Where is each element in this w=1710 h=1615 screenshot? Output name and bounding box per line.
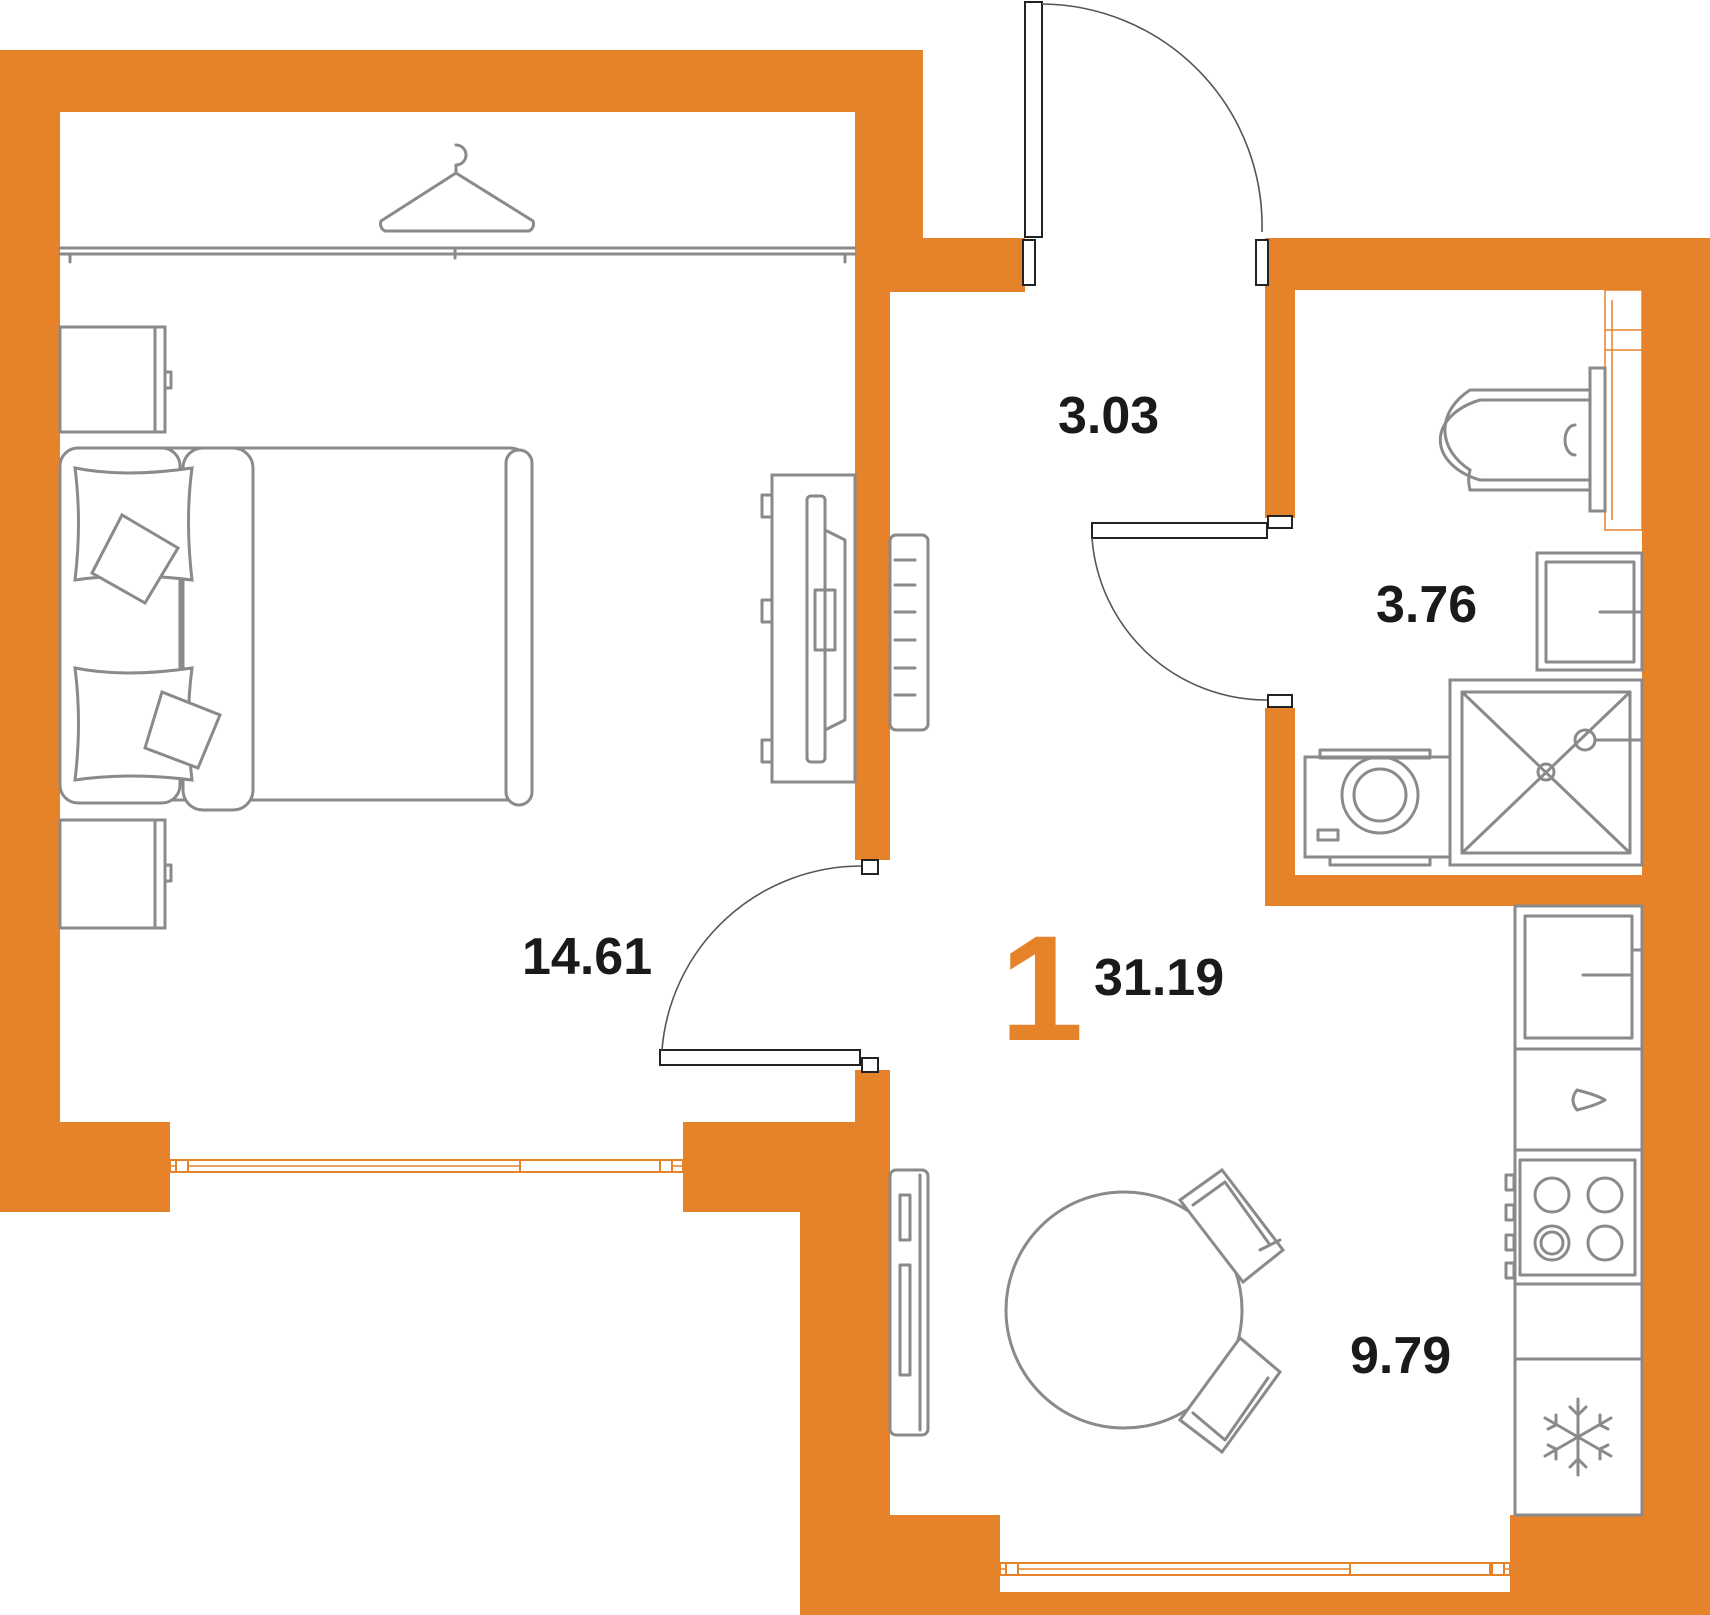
total-area: 31.19: [1094, 949, 1224, 1007]
kitchen-window: [999, 1515, 1511, 1592]
wardrobe: [58, 246, 857, 264]
cooktop: [1504, 1148, 1644, 1286]
washing-machine: [1303, 748, 1452, 867]
bathroom-window-strip: [1604, 289, 1643, 531]
dining-chair-bottom: [1177, 1335, 1283, 1455]
nightstand-bottom: [58, 818, 173, 930]
hallway-area: 3.03: [1058, 387, 1159, 445]
tv-stand: [760, 473, 857, 784]
bathroom-door: [1091, 515, 1295, 708]
clothes-hanger-icon: [379, 143, 535, 233]
bathroom-area: 3.76: [1376, 576, 1477, 634]
room-count: 1: [1000, 904, 1083, 1072]
sink-bathroom: [1535, 551, 1644, 672]
double-bed: [58, 446, 534, 812]
radiator-kitchen: [888, 1168, 930, 1437]
shower-tray: [1448, 678, 1644, 867]
snowflake-icon: [1543, 1397, 1613, 1477]
entrance-door: [1022, 1, 1269, 292]
bedroom-window: [169, 1122, 684, 1212]
toilet: [1438, 366, 1607, 513]
radiator-hall: [888, 533, 930, 732]
bedroom-door: [659, 859, 890, 1073]
kitchen-sink: [1513, 904, 1644, 1051]
dining-chair-top: [1177, 1167, 1286, 1285]
kitchen-area: 9.79: [1350, 1327, 1451, 1385]
kitchen-counter: [1513, 1047, 1644, 1152]
dining-table: [1004, 1190, 1244, 1430]
kitchen-counter-2: [1513, 1282, 1644, 1361]
nightstand-top: [58, 325, 173, 434]
bedroom-area: 14.61: [522, 928, 652, 986]
walls: [0, 50, 1710, 1615]
